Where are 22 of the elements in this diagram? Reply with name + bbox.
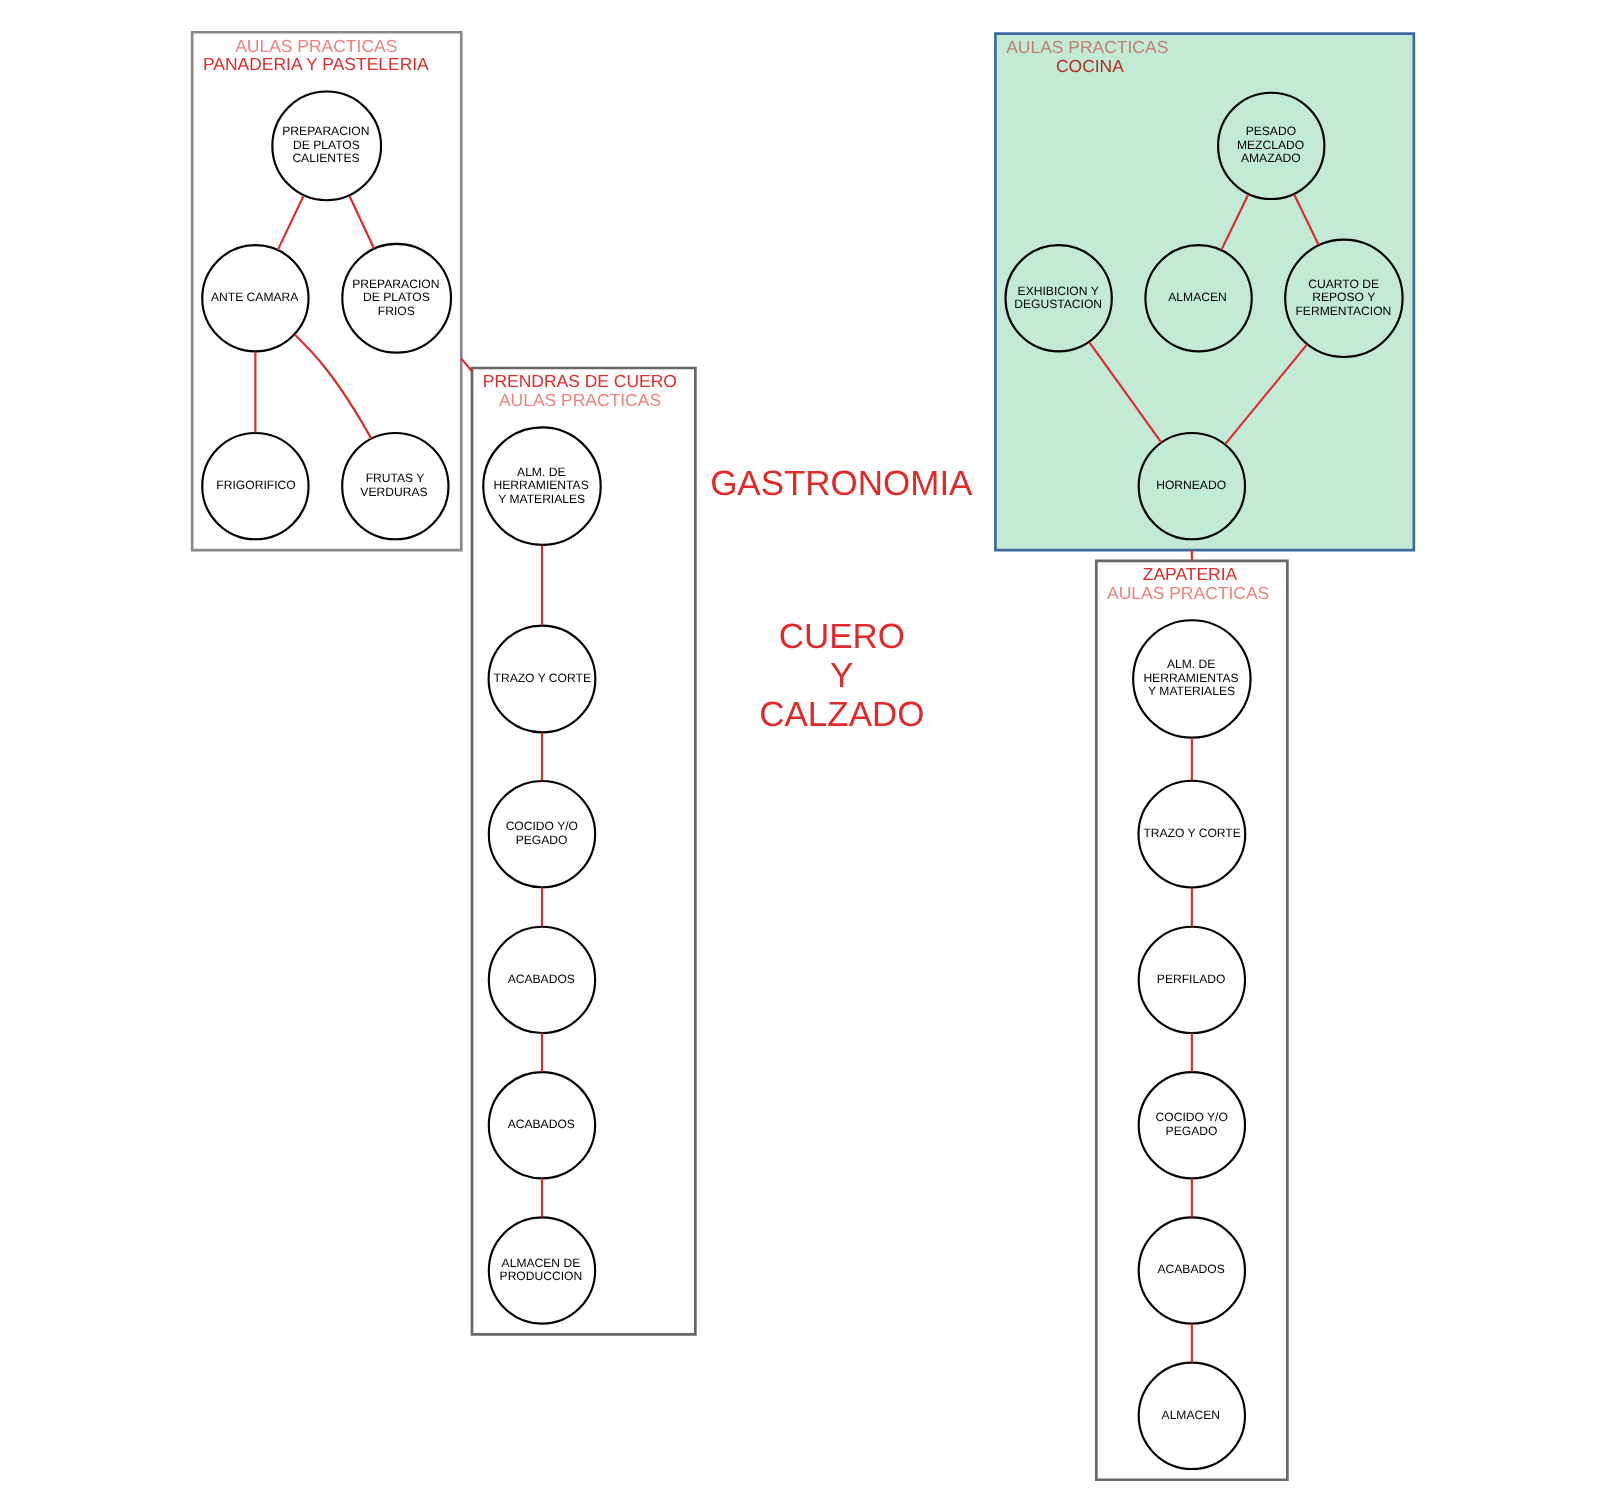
connector <box>540 1033 544 1072</box>
connector <box>540 732 544 781</box>
connector <box>293 333 373 440</box>
connector <box>254 351 257 433</box>
label: GASTRONOMIA <box>710 462 973 503</box>
connector <box>460 357 473 372</box>
connector <box>1190 550 1193 561</box>
label: CUERO Y CALZADO <box>759 616 925 735</box>
connector <box>1190 1033 1193 1072</box>
connector <box>1190 1323 1193 1363</box>
connector <box>1190 887 1193 927</box>
connector <box>276 194 305 251</box>
connector <box>348 195 376 250</box>
connector <box>1220 193 1250 251</box>
connector <box>540 545 544 626</box>
connector <box>1224 343 1308 445</box>
connector <box>1293 193 1320 246</box>
connector <box>1190 1178 1193 1218</box>
connector <box>1088 341 1163 444</box>
connector <box>540 887 544 927</box>
connector <box>540 1178 544 1218</box>
connector <box>1190 737 1193 781</box>
